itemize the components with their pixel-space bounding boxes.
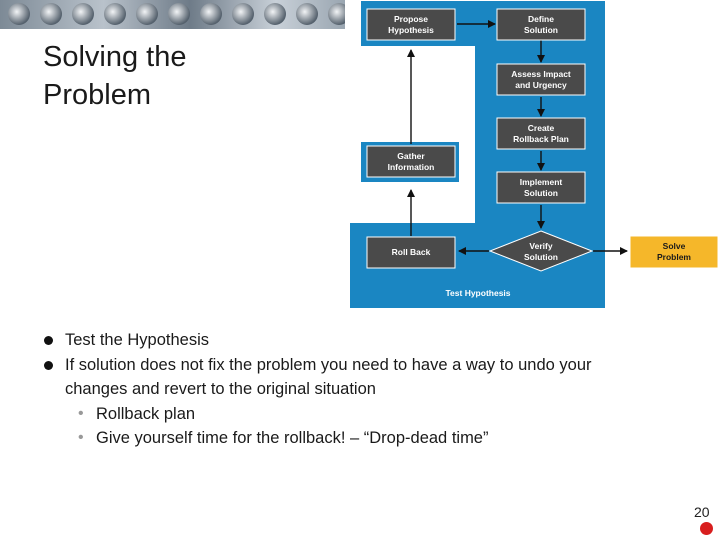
node-assess-line-2: and Urgency [515, 80, 567, 90]
sub-bullet-text-rollback-plan: Rollback plan [96, 404, 196, 423]
sub-bullet-dot-icon: • [78, 429, 84, 446]
bullet-item: Test the Hypothesis [44, 328, 694, 353]
bullet-dot-icon [44, 336, 53, 345]
sub-bullet-item: • Rollback plan [44, 402, 694, 427]
node-define-line-2: Solution [524, 25, 558, 35]
bullet-item: If solution does not fix the problem you… [44, 353, 694, 402]
node-rollback-label: Roll Back [392, 247, 431, 257]
node-create-rollback-plan: Create Rollback Plan [496, 117, 586, 150]
node-propose-line-1: Propose [394, 14, 428, 24]
node-propose-line-2: Hypothesis [388, 25, 434, 35]
node-gather-line-1: Gather [397, 151, 425, 161]
node-solve-problem: Solve Problem [629, 235, 719, 269]
slide-title-line-1: Solving the [43, 41, 187, 73]
slide-title: Solving the Problem [43, 38, 187, 114]
node-implement-line-2: Solution [524, 188, 558, 198]
troubleshooting-flowchart: Propose Hypothesis Define Solution Asses… [350, 1, 719, 308]
bullet-list: Test the Hypothesis If solution does not… [44, 328, 694, 451]
node-assess-line-1: Assess Impact [511, 69, 571, 79]
node-propose-hypothesis: Propose Hypothesis [366, 8, 456, 41]
test-hypothesis-region-label: Test Hypothesis [445, 288, 510, 298]
node-roll-back: Roll Back [366, 236, 456, 269]
node-create-line-1: Create [528, 123, 555, 133]
bullet-text-test-hypothesis: Test the Hypothesis [65, 331, 209, 349]
node-implement-line-1: Implement [520, 177, 563, 187]
red-dot-icon [700, 522, 713, 535]
bullet-dot-icon [44, 360, 53, 370]
page-number: 20 [694, 504, 710, 520]
node-gather-line-2: Information [388, 162, 435, 172]
node-gather-information: Gather Information [366, 145, 456, 178]
node-define-solution: Define Solution [496, 8, 586, 41]
node-implement-solution: Implement Solution [496, 171, 586, 204]
header-banner-image [0, 0, 345, 29]
node-solve-line-2: Problem [657, 252, 691, 262]
bullet-text-line-1: If solution does not fix the problem you… [65, 355, 592, 374]
bullet-text-line-2: changes and revert to the original situa… [65, 380, 376, 398]
sub-bullet-dot-icon: • [78, 404, 84, 422]
node-verify-line-1: Verify [529, 241, 552, 251]
node-verify-line-2: Solution [524, 252, 558, 262]
sub-bullet-item: • Give yourself time for the rollback! –… [44, 426, 694, 451]
node-verify-solution: Verify Solution [488, 230, 594, 272]
sub-bullet-text-drop-dead-time: Give yourself time for the rollback! – “… [96, 429, 489, 447]
node-assess-impact: Assess Impact and Urgency [496, 63, 586, 96]
slide-title-line-2: Problem [43, 79, 151, 111]
node-define-line-1: Define [528, 14, 554, 24]
node-create-line-2: Rollback Plan [513, 134, 569, 144]
node-solve-line-1: Solve [663, 241, 686, 251]
